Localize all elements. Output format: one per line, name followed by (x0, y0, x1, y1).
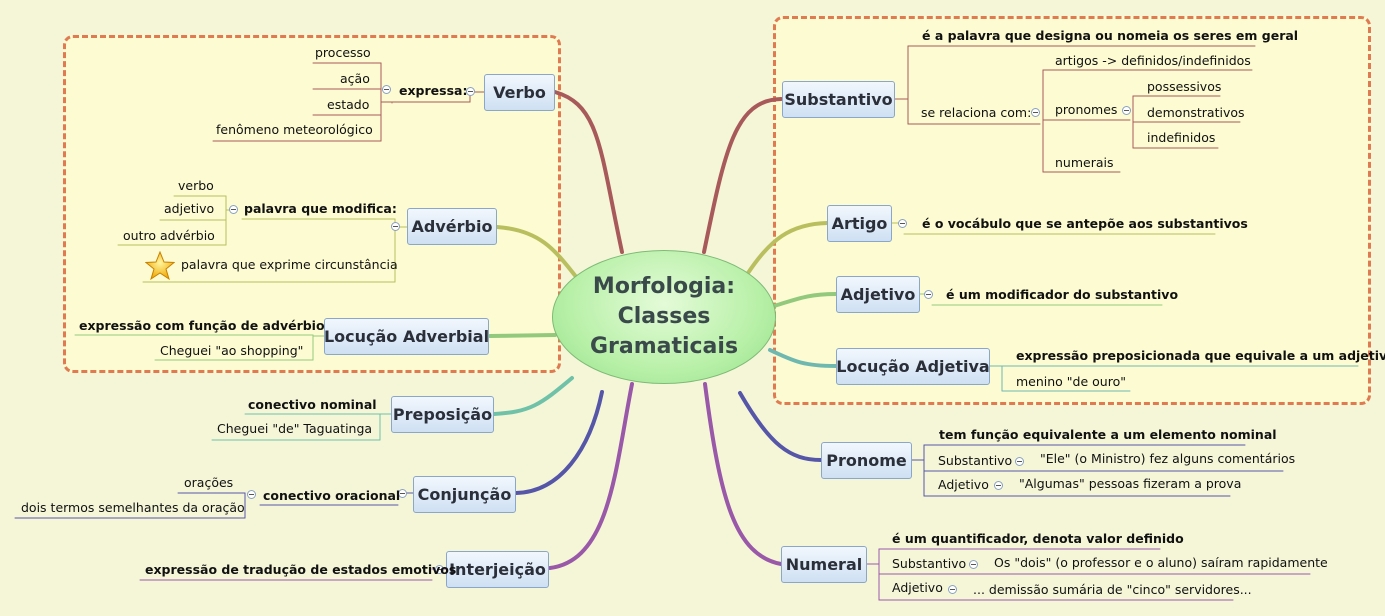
branch-numeral (703, 382, 783, 566)
interjeicao-desc: expressão de tradução de estados emotivo… (145, 562, 457, 577)
collapse-icon[interactable] (1031, 108, 1040, 117)
pronomes-item-demonstrativos: demonstrativos (1147, 105, 1245, 120)
adverbio-item-circunstancia: palavra que exprime circunstância (181, 257, 398, 272)
topic-substantivo[interactable]: Substantivo (782, 81, 895, 118)
collapse-icon[interactable] (994, 481, 1003, 490)
adjetivo-desc: é um modificador do substantivo (946, 287, 1179, 302)
collapse-icon[interactable] (924, 290, 933, 299)
branch-preposicao (492, 376, 574, 416)
substantivo-numerais: numerais (1055, 155, 1114, 170)
topic-conjuncao[interactable]: Conjunção (413, 476, 516, 513)
pronomes-item-possessivos: possessivos (1147, 79, 1222, 94)
branch-substantivo (702, 97, 783, 254)
topic-verbo-label: Verbo (493, 83, 546, 102)
collapse-icon[interactable] (898, 219, 907, 228)
topic-interjeicao[interactable]: Interjeição (446, 551, 549, 588)
pronome-desc: tem função equivalente a um elemento nom… (939, 427, 1277, 442)
collapse-icon[interactable] (1015, 457, 1024, 466)
branch-locucao-adjetiva (768, 348, 838, 368)
artigo-desc: é o vocábulo que se antepõe aos substant… (922, 216, 1248, 231)
pronome-ex-substantivo: "Ele" (o Ministro) fez alguns comentário… (1040, 451, 1296, 466)
topic-conjuncao-label: Conjunção (417, 485, 512, 504)
topic-artigo-label: Artigo (831, 214, 888, 233)
topic-adverbio-label: Advérbio (411, 217, 493, 236)
topic-locucao-adjetiva[interactable]: Locução Adjetiva (836, 348, 990, 385)
verbo-expressa-label: expressa: (399, 83, 468, 98)
collapse-icon[interactable] (229, 205, 238, 214)
pronome-sub-adjetivo: Adjetivo (938, 477, 989, 492)
locucao-adjetiva-example: menino "de ouro" (1016, 374, 1126, 389)
topic-preposicao-label: Preposição (392, 405, 493, 424)
topic-locucao-adverbial-label: Locução Adverbial (323, 327, 490, 346)
topic-pronome[interactable]: Pronome (821, 442, 912, 479)
topic-interjeicao-label: Interjeição (449, 560, 546, 579)
collapse-icon[interactable] (398, 489, 407, 498)
adverbio-item-verbo: verbo (178, 178, 214, 193)
conjuncao-label: conectivo oracional (263, 488, 401, 503)
numeral-ex-adjetivo: ... demissão sumária de "cinco" servidor… (973, 582, 1252, 597)
topic-locucao-adverbial[interactable]: Locução Adverbial (324, 318, 489, 355)
topic-numeral-label: Numeral (785, 555, 863, 574)
numeral-desc: é um quantificador, denota valor definid… (892, 531, 1184, 546)
branch-conjuncao (514, 390, 604, 495)
pronome-sub-substantivo: Substantivo (938, 453, 1013, 468)
locucao-adverbial-desc: expressão com função de advérbio (79, 318, 325, 333)
adverbio-item-outro: outro advérbio (123, 228, 215, 243)
numeral-ex-substantivo: Os "dois" (o professor e o aluno) saíram… (994, 555, 1328, 570)
substantivo-artigos: artigos -> definidos/indefinidos (1055, 53, 1251, 68)
branch-verbo (553, 90, 624, 254)
star-icon (145, 251, 175, 281)
topic-locucao-adjetiva-label: Locução Adjetiva (836, 357, 990, 376)
verbo-item-estado: estado (327, 97, 370, 112)
numeral-sub-adjetivo: Adjetivo (892, 580, 943, 595)
pronome-ex-adjetivo: "Algumas" pessoas fizeram a prova (1019, 476, 1242, 491)
central-topic-label: Morfologia: Classes Gramaticais (589, 274, 739, 359)
collapse-icon[interactable] (435, 565, 444, 574)
collapse-icon[interactable] (247, 490, 256, 499)
numeral-sub-substantivo: Substantivo (892, 556, 967, 571)
adverbio-modifica-label: palavra que modifica: (244, 201, 397, 216)
branch-adverbio (495, 225, 579, 280)
topic-substantivo-label: Substantivo (784, 90, 893, 109)
verbo-item-acao: ação (340, 71, 370, 86)
topic-preposicao[interactable]: Preposição (391, 396, 494, 433)
topic-numeral[interactable]: Numeral (781, 546, 867, 583)
branch-artigo (746, 221, 829, 275)
branch-locucao-adverbial (488, 333, 557, 338)
conjuncao-item-oracoes: orações (184, 475, 234, 490)
locucao-adjetiva-desc: expressão preposicionada que equivale a … (1016, 348, 1385, 363)
conjuncao-item-termos: dois termos semelhantes da oração (21, 500, 245, 515)
preposicao-desc: conectivo nominal (248, 397, 377, 412)
topic-verbo[interactable]: Verbo (484, 74, 555, 111)
locucao-adverbial-example: Cheguei "ao shopping" (160, 343, 304, 358)
topic-adverbio[interactable]: Advérbio (407, 208, 497, 245)
substantivo-desc: é a palavra que designa ou nomeia os ser… (922, 28, 1299, 43)
verbo-item-fenomeno: fenômeno meteorológico (216, 122, 373, 137)
collapse-icon[interactable] (391, 222, 400, 231)
topic-adjetivo-label: Adjetivo (840, 285, 916, 304)
topic-adjetivo[interactable]: Adjetivo (836, 276, 920, 313)
collapse-icon[interactable] (969, 560, 978, 569)
boundary-left-group (63, 35, 561, 373)
branch-interjeicao (548, 382, 634, 570)
collapse-icon[interactable] (1122, 106, 1131, 115)
substantivo-relaciona: se relaciona com: (921, 105, 1032, 120)
collapse-icon[interactable] (948, 585, 957, 594)
adverbio-item-adjetivo: adjetivo (164, 201, 215, 216)
collapse-icon[interactable] (382, 85, 391, 94)
topic-pronome-label: Pronome (826, 451, 907, 470)
substantivo-pronomes: pronomes (1055, 102, 1118, 117)
collapse-icon[interactable] (466, 87, 475, 96)
branch-pronome (738, 391, 823, 462)
preposicao-example: Cheguei "de" Taguatinga (217, 421, 373, 436)
pronomes-item-indefinidos: indefinidos (1147, 130, 1216, 145)
verbo-item-processo: processo (315, 45, 371, 60)
topic-artigo[interactable]: Artigo (827, 205, 892, 242)
branch-adjetivo (772, 292, 838, 308)
central-topic[interactable]: Morfologia: Classes Gramaticais (552, 250, 776, 384)
